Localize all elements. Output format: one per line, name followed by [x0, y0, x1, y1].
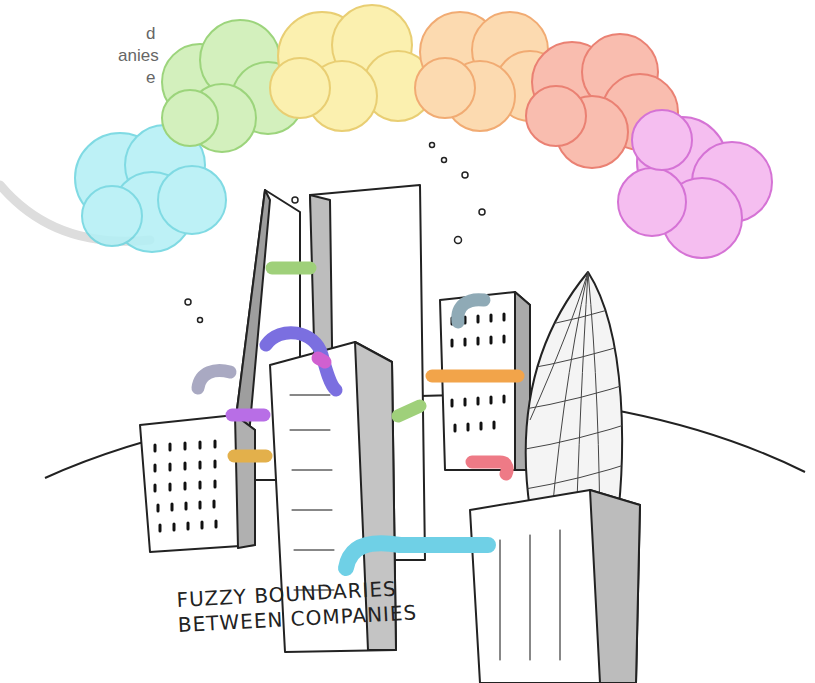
caption-slot: FUZZY BOUNDARIES BETWEEN COMPANIES [176, 588, 446, 638]
handwritten-caption: FUZZY BOUNDARIES BETWEEN COMPANIES [176, 574, 448, 638]
label-slot: anies [118, 46, 159, 66]
windows [155, 314, 560, 660]
label-slot: e [146, 68, 155, 88]
clouds [75, 5, 772, 258]
text-fragment: e [146, 68, 155, 88]
text-fragment: d [146, 24, 155, 44]
pipes [198, 268, 518, 568]
text-fragment: anies [118, 46, 159, 66]
label-slot: d [146, 24, 155, 44]
buildings-front [140, 342, 640, 683]
